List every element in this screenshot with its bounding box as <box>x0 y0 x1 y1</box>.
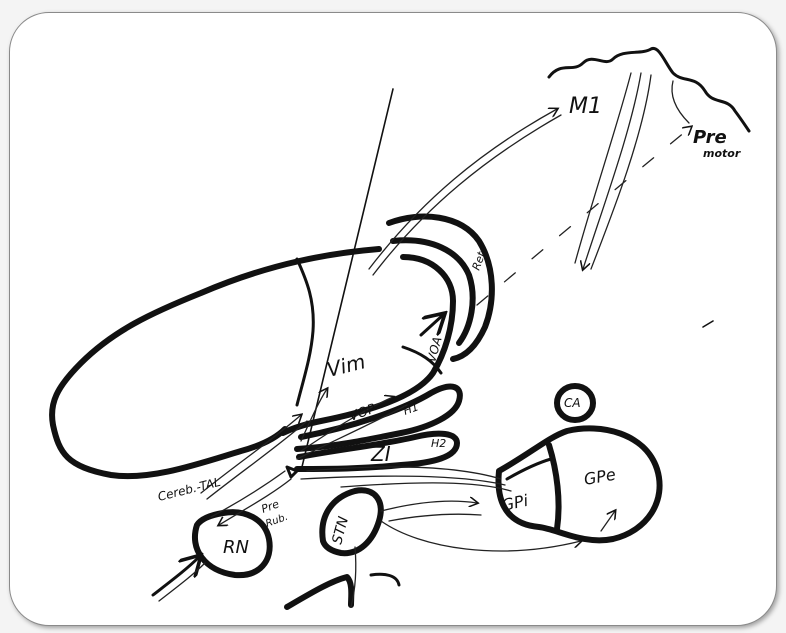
label-stn: STN <box>329 514 352 546</box>
drawing-frame: M1 Pre motor Ret VOA Vim VOP H1 ZI H2 CA… <box>9 12 777 626</box>
label-premotor-2: motor <box>703 147 741 160</box>
voa-arrow <box>421 315 443 335</box>
label-cereb-tal: Cereb.-TAL <box>156 475 222 504</box>
label-m1: M1 <box>569 94 602 119</box>
label-prerub-2: Rub. <box>264 512 289 530</box>
label-vim: Vim <box>324 349 367 382</box>
anatomy-diagram: M1 Pre motor Ret VOA Vim VOP H1 ZI H2 CA… <box>10 13 776 625</box>
globus-pallidus-outline <box>498 428 659 540</box>
brainstem-fragment-2 <box>371 574 399 585</box>
fiber-rn-in-b <box>159 563 205 601</box>
label-gpi: GPi <box>500 491 530 515</box>
fiber-stn-gpi-back <box>389 514 481 521</box>
fiber-lower-loop <box>381 521 581 551</box>
fiber-thalamus-m1-b <box>373 115 561 275</box>
fiber-gpi-stn <box>381 501 477 511</box>
tick-mark <box>703 321 713 327</box>
fiber-rn-in-a <box>153 557 199 595</box>
fiber-premotor-dashed <box>477 127 691 305</box>
brainstem-fragment <box>287 577 351 607</box>
label-rn: RN <box>223 537 249 558</box>
label-premotor-1: Pre <box>693 127 727 148</box>
label-prerub-1: Pre <box>260 497 282 515</box>
label-zi: ZI <box>370 442 391 466</box>
fiber-premotor-loop <box>672 81 689 123</box>
thalamus-boundary <box>297 259 313 405</box>
fiber-cereb-tal-b <box>207 421 307 499</box>
stn-outline <box>322 490 380 553</box>
fiber-gpe-out <box>601 511 615 531</box>
label-gpe: GPe <box>582 465 617 489</box>
label-h2: H2 <box>431 437 446 450</box>
label-ca: CA <box>564 396 581 410</box>
gpi-gpe-border <box>549 445 559 529</box>
